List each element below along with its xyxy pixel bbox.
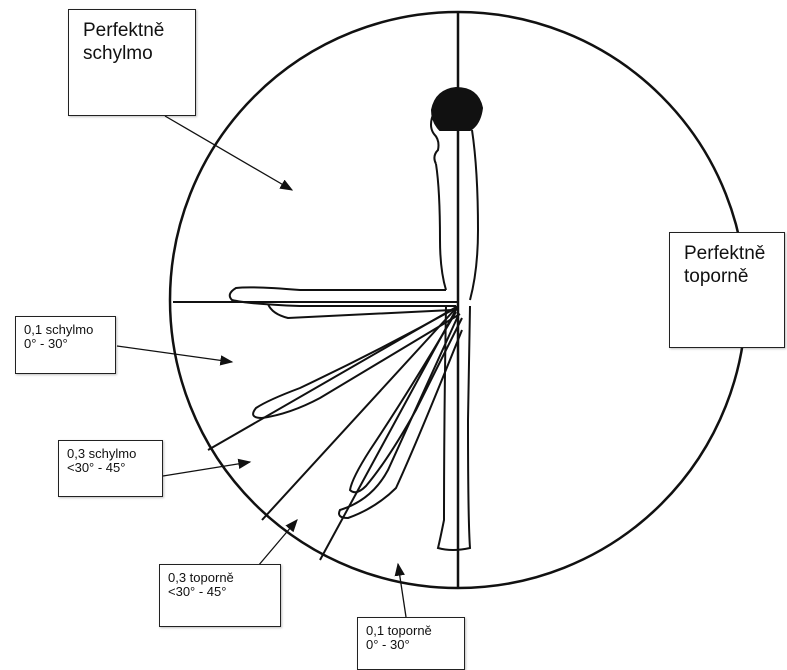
- label-03-straight-line1: 0,3 toporně: [168, 570, 234, 585]
- label-01-bent-line2: 0° - 30°: [24, 336, 68, 351]
- label-perfect-bent-line2: schylmo: [83, 43, 153, 64]
- human-figure: [228, 86, 484, 551]
- label-03-straight: 0,3 toporně <30° - 45°: [159, 564, 281, 627]
- label-perfect-bent: Perfektně schylmo: [68, 9, 196, 116]
- arrow-01-straight: [394, 562, 407, 618]
- label-03-bent-line2: <30° - 45°: [67, 460, 126, 475]
- zone-line-45: [261, 305, 459, 521]
- label-01-bent-line1: 0,1 schylmo: [24, 322, 94, 337]
- arrow-01-bent: [116, 345, 234, 366]
- label-01-straight: 0,1 toporně 0° - 30°: [357, 617, 465, 670]
- label-perfect-bent-line1: Perfektně: [83, 20, 165, 41]
- label-01-bent: 0,1 schylmo 0° - 30°: [15, 316, 116, 374]
- label-01-straight-line1: 0,1 toporně: [366, 623, 432, 638]
- label-perfect-straight: Perfektně toporně: [669, 232, 785, 348]
- label-03-straight-line2: <30° - 45°: [168, 584, 227, 599]
- arrow-03-straight: [257, 519, 298, 567]
- label-perfect-straight-line1: Perfektně: [684, 243, 766, 264]
- arrow-perfect-bent: [164, 115, 294, 191]
- label-perfect-straight-line2: toporně: [684, 266, 749, 287]
- label-01-straight-line2: 0° - 30°: [366, 637, 410, 652]
- label-03-bent: 0,3 schylmo <30° - 45°: [58, 440, 163, 497]
- arrow-03-bent: [162, 458, 252, 477]
- label-03-bent-line1: 0,3 schylmo: [67, 446, 137, 461]
